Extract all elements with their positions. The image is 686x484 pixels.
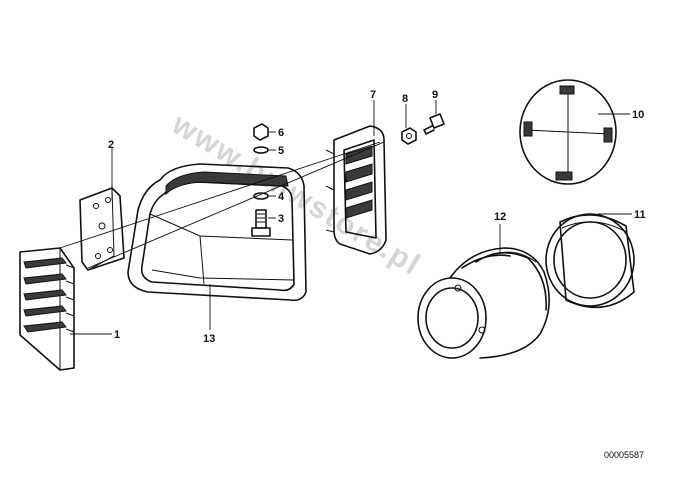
- callout-3: 3: [278, 213, 284, 225]
- watermark: www.bmwstore.pl: [166, 107, 427, 282]
- reference-number: 00005587: [604, 450, 644, 460]
- callout-12: 12: [494, 211, 506, 223]
- screw-9-drawing: [423, 113, 445, 135]
- front-grille-drawing: [19, 247, 75, 371]
- callout-9: 9: [432, 89, 438, 101]
- callout-2: 2: [108, 139, 114, 151]
- callout-7: 7: [370, 89, 376, 101]
- callout-1: 1: [114, 329, 120, 341]
- callout-4: 4: [278, 191, 285, 203]
- nut-8-drawing: [401, 127, 417, 145]
- rear-grille-drawing: [325, 125, 387, 255]
- callout-5: 5: [278, 145, 284, 157]
- housing-drawing: [127, 163, 307, 302]
- callout-11: 11: [634, 209, 646, 221]
- callout-13: 13: [203, 333, 215, 345]
- callout-8: 8: [402, 93, 408, 105]
- rubber-boot-drawing: [417, 247, 550, 359]
- assembly-line-lower: [87, 141, 385, 269]
- cover-cap-drawing: [519, 79, 617, 185]
- leader-lines: [70, 100, 632, 335]
- callout-10: 10: [632, 109, 644, 121]
- ring-drawing: [545, 213, 635, 309]
- callout-6: 6: [278, 127, 284, 139]
- assembly-line-upper: [59, 141, 381, 249]
